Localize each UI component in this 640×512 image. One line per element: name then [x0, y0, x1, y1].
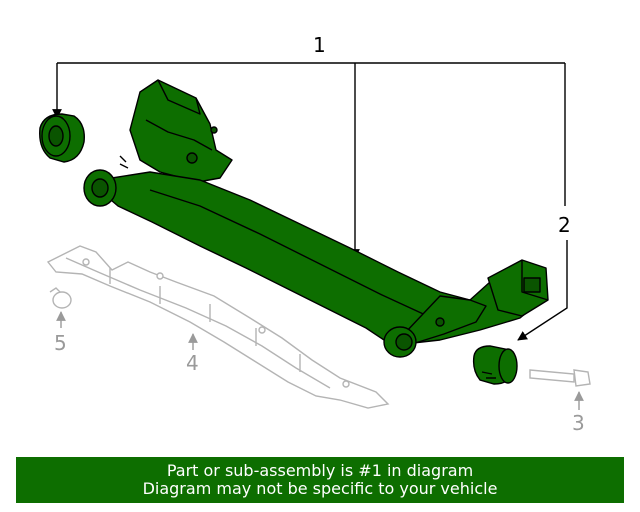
callout-4[interactable]: 4	[186, 351, 199, 375]
callout-2-leader	[517, 240, 568, 341]
callout-2[interactable]: 2	[558, 213, 571, 237]
front-bushing-part-1[interactable]	[39, 113, 85, 163]
rear-axle-beam-part-1[interactable]	[83, 79, 549, 358]
clip-part-5[interactable]	[49, 287, 72, 309]
bushing-part-2[interactable]	[472, 345, 518, 385]
callout-5[interactable]: 5	[54, 331, 67, 355]
callout-3[interactable]: 3	[572, 411, 585, 435]
bolt-part-3[interactable]	[529, 369, 591, 387]
notice-line-1: Part or sub-assembly is #1 in diagram	[166, 461, 474, 480]
callout-1[interactable]: 1	[313, 33, 326, 57]
callout-1-leader	[52, 62, 566, 259]
notice-line-2: Diagram may not be specific to your vehi…	[142, 479, 498, 498]
underbody-shield-part-4[interactable]	[46, 245, 390, 409]
notice-banner: Part or sub-assembly is #1 in diagram Di…	[16, 457, 624, 503]
